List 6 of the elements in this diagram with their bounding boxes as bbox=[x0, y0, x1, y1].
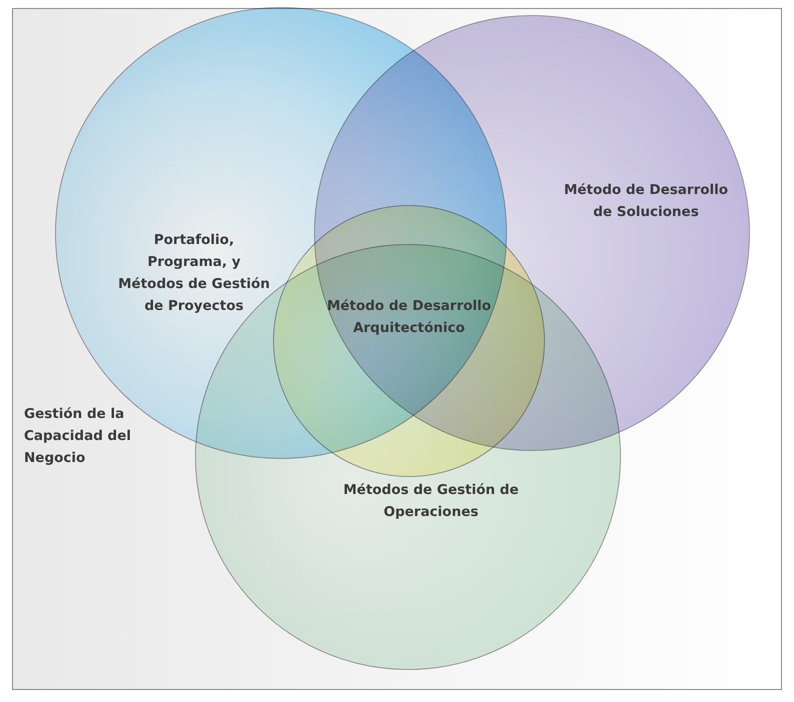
circle-label: Método de Desarrollo de Soluciones bbox=[562, 181, 730, 222]
diagram-panel bbox=[12, 8, 782, 690]
circle-label: Métodos de Gestión de Operaciones bbox=[342, 481, 520, 522]
circle-label: Portafolio, Programa, y Métodos de Gestión de Proyectos bbox=[117, 231, 271, 316]
circle-label: Método de Desarrollo Arquitectónico bbox=[326, 297, 492, 338]
region-label: Gestión de la Capacidad del Negocio bbox=[24, 405, 132, 468]
